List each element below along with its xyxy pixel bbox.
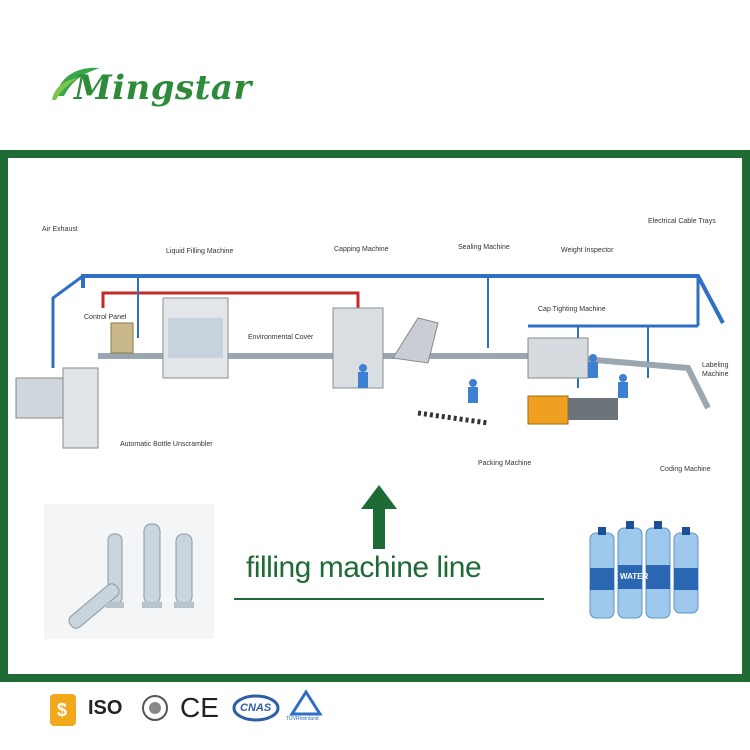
label-cap-tighting: Cap Tighting Machine [538, 306, 606, 313]
label-coding: Coding Machine [660, 466, 711, 473]
brand-logo: Mingstar [48, 62, 278, 114]
label-liquid-filling: Liquid Filling Machine [166, 248, 234, 255]
brand-name: Mingstar [74, 68, 252, 108]
caption-underline [234, 598, 544, 600]
label-electrical-trays: Electrical Cable Trays [648, 218, 716, 225]
caption-title: filling machine line [246, 551, 482, 584]
main-panel: Air Exhaust Liquid Filling Machine Cappi… [0, 150, 750, 682]
production-line-diagram [15, 274, 725, 449]
preform-bottles-image [44, 504, 214, 639]
up-arrow-icon [361, 485, 397, 549]
leaf-icon [52, 67, 100, 100]
label-control-panel: Control Panel [84, 314, 127, 321]
cert-ce-badge: CE [180, 692, 219, 723]
label-labeling: Labeling Machine [702, 362, 729, 378]
label-environmental-cover: Environmental Cover [248, 334, 314, 341]
water-pack-image: WATER [580, 513, 710, 623]
label-capping: Capping Machine [334, 246, 389, 253]
cert-dollar-badge: $ [48, 688, 78, 730]
bottle-label-text: WATER [620, 572, 649, 581]
cert-cnas-badge: CNAS [232, 688, 280, 730]
seal-icon [140, 688, 170, 730]
cert-tuv-badge: TÜVRheinland [286, 688, 326, 730]
label-packing: Packing Machine [478, 460, 532, 467]
label-sealing: Sealing Machine [458, 244, 510, 251]
label-unscrambler: Automatic Bottle Unscrambler [120, 441, 213, 448]
label-weight-inspector: Weight Inspector [561, 247, 614, 254]
cert-iso-badge: ISO [88, 697, 123, 719]
label-air-exhaust: Air Exhaust [42, 226, 78, 233]
